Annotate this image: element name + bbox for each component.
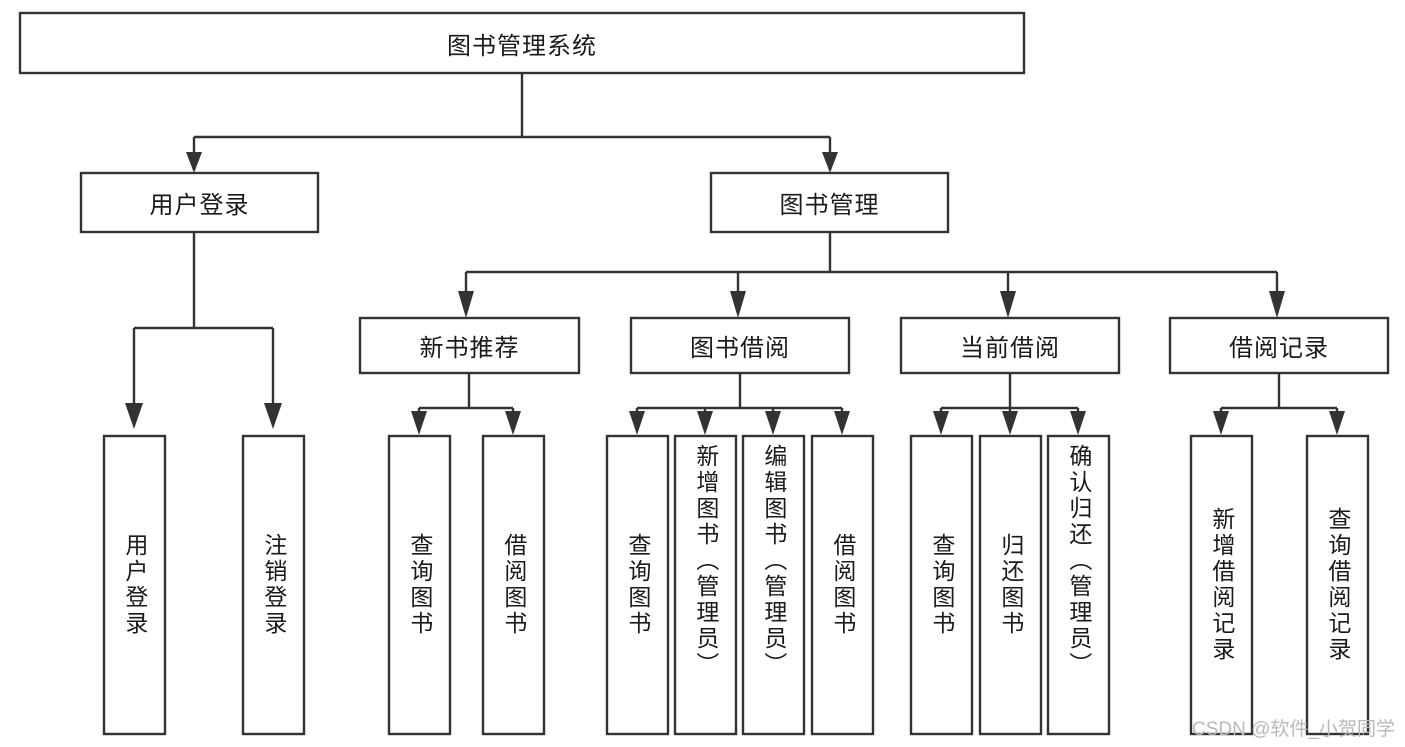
node-box-user-login[interactable] — [79, 171, 320, 234]
arrowhead-borrow-record — [1269, 291, 1285, 318]
node-box-leaf-query-record[interactable] — [1305, 434, 1370, 736]
arrowhead-user-login — [186, 152, 202, 173]
arrowhead-leaf-query-book-3 — [933, 411, 949, 435]
arrowhead-leaf-user-logout — [264, 403, 282, 429]
node-box-leaf-borrow-book-1[interactable] — [481, 434, 546, 736]
arrowhead-leaf-borrow-book-1 — [505, 411, 521, 435]
arrowhead-leaf-user-login — [125, 403, 143, 429]
arrowhead-leaf-borrow-book-2 — [834, 411, 850, 435]
arrowhead-leaf-return-book — [1002, 411, 1018, 435]
node-box-leaf-query-book-2[interactable] — [605, 434, 670, 736]
node-box-current-borrow[interactable] — [899, 316, 1121, 375]
arrowhead-leaf-add-book — [697, 411, 713, 435]
node-box-leaf-query-book-1[interactable] — [387, 434, 452, 736]
arrowhead-leaf-add-record — [1213, 411, 1229, 435]
arrowhead-book-borrow — [730, 291, 746, 318]
arrowhead-leaf-confirm-return — [1070, 411, 1086, 435]
arrowhead-current-borrow — [1000, 291, 1016, 318]
arrowhead-leaf-edit-book — [765, 411, 781, 435]
arrowhead-leaf-query-book-1 — [411, 411, 427, 435]
node-box-leaf-query-book-3[interactable] — [909, 434, 974, 736]
arrowhead-new-book-recommend — [458, 291, 474, 318]
node-box-leaf-borrow-book-2[interactable] — [810, 434, 875, 736]
node-box-group — [18, 11, 1390, 736]
arrowhead-leaf-query-book-2 — [629, 411, 645, 435]
node-box-leaf-return-book[interactable] — [978, 434, 1043, 736]
arrowhead-book-management — [822, 152, 838, 173]
node-box-book-management[interactable] — [709, 171, 950, 234]
arrowhead-leaf-query-record — [1329, 411, 1345, 435]
node-box-leaf-add-record[interactable] — [1189, 434, 1254, 736]
node-box-new-book-recommend[interactable] — [358, 316, 581, 375]
node-box-leaf-user-login[interactable] — [102, 434, 167, 736]
node-box-leaf-user-logout[interactable] — [241, 434, 306, 736]
node-box-leaf-edit-book[interactable] — [741, 434, 806, 736]
node-box-leaf-confirm-return[interactable] — [1046, 434, 1111, 736]
node-box-root[interactable] — [18, 11, 1026, 75]
node-box-leaf-add-book[interactable] — [673, 434, 738, 736]
node-box-book-borrow[interactable] — [629, 316, 851, 375]
node-box-borrow-record[interactable] — [1168, 316, 1390, 375]
connector-group — [125, 73, 1345, 435]
